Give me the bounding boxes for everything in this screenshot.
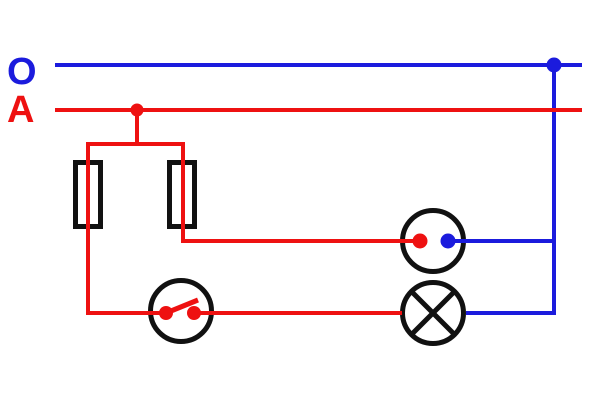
neutral-wires [55,63,582,315]
neutral-junctions [440,57,562,249]
phase-line-label: A [7,89,34,131]
neutral-junction-dot [546,57,562,73]
neutral-drop-to-lamp-wire [466,63,556,315]
phase-junctions [130,103,428,320]
fuse-right-to-socket-wire [181,142,421,243]
line-labels: O A [7,51,37,131]
neutral-line-label: O [7,51,37,93]
phase-junction-dot [130,103,144,117]
socket-neutral-pin-dot [440,233,456,249]
socket-phase-pin-dot [412,233,428,249]
fuse-left-to-switch-wire [86,142,168,315]
switch-contact-left-dot [159,306,173,320]
switch-contact-right-dot [187,306,201,320]
lamp-body-icon [400,280,466,346]
lamp-cross-stroke-2 [409,289,457,337]
